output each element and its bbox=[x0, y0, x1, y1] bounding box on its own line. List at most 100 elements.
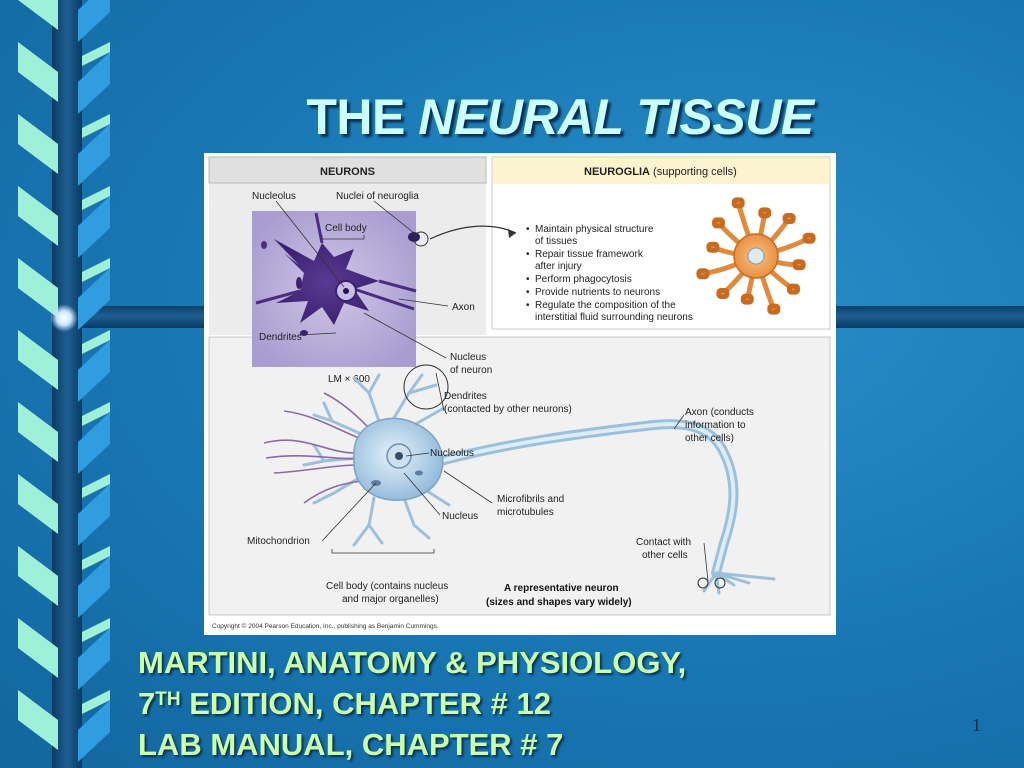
ribbon-segment-light bbox=[18, 474, 58, 534]
neuroglia-highlight-circle bbox=[413, 231, 429, 247]
neuroglia-function-list: • Maintain physical structure of tissues… bbox=[526, 224, 693, 323]
neuroglia-header-bold: NEUROGLIA bbox=[584, 166, 650, 178]
neuroglia-header: NEUROGLIA (supporting cells) bbox=[584, 166, 737, 178]
neuron-figure: NEURONS NEUROGLIA (supporting cells) bbox=[204, 153, 836, 635]
glial-end-foot bbox=[792, 259, 806, 271]
label-axon-2: information to bbox=[685, 420, 746, 431]
dendrite-branch bbox=[312, 443, 326, 463]
label-contact-2: other cells bbox=[642, 550, 688, 561]
ribbon-segment-blue bbox=[78, 0, 110, 42]
ribbon-segment-light bbox=[82, 258, 110, 282]
title-plain: THE bbox=[306, 89, 405, 145]
ribbon-segment-light bbox=[82, 114, 110, 138]
glial-end-foot bbox=[802, 232, 816, 244]
ribbon-segment-light bbox=[18, 618, 58, 678]
footer-line-2-prefix: 7 bbox=[138, 686, 156, 721]
slide-title: THE NEURAL TISSUE bbox=[0, 88, 1024, 146]
label-axon-1: Axon (conducts bbox=[685, 407, 754, 418]
footer-line-2-sup: TH bbox=[155, 689, 181, 710]
ribbon-segment-blue bbox=[78, 700, 110, 762]
label-microfibrils-1: Microfibrils and bbox=[497, 494, 564, 505]
glial-end-foot bbox=[712, 217, 726, 229]
glial-end-foot bbox=[758, 207, 772, 219]
label-cell-body-micro: Cell body bbox=[325, 223, 367, 234]
dendrite-branch bbox=[367, 373, 381, 395]
glial-end-foot bbox=[696, 268, 710, 280]
neurons-header-bar bbox=[208, 156, 487, 184]
glial-end-foot bbox=[706, 241, 720, 253]
glia-bullet-text: Maintain physical structure bbox=[535, 224, 654, 235]
ribbon-segment-light bbox=[82, 546, 110, 570]
glia-bullet-text: Perform phagocytosis bbox=[535, 274, 632, 285]
glia-bullet: • bbox=[526, 274, 530, 285]
figure-copyright: Copyright © 2004 Pearson Education, Inc.… bbox=[212, 622, 439, 630]
label-nucleus-micro-2: of neuron bbox=[450, 365, 492, 376]
label-cell-body-2: and major organelles) bbox=[342, 594, 439, 605]
neurons-header: NEURONS bbox=[320, 166, 375, 178]
ribbon-segment-light bbox=[18, 0, 58, 30]
ribbon-segment-light bbox=[82, 42, 110, 66]
dendrite-branch bbox=[322, 401, 334, 423]
label-axon-micro: Axon bbox=[452, 302, 475, 313]
glial-cell-illustration bbox=[696, 197, 816, 315]
incoming-axon-fiber bbox=[263, 439, 357, 454]
ribbon-segment-light bbox=[18, 42, 58, 102]
ribbon-segment-blue bbox=[78, 556, 110, 618]
ribbon-segment-light bbox=[18, 114, 58, 174]
incoming-axon-fiber bbox=[273, 464, 357, 474]
label-nucleus: Nucleus bbox=[442, 511, 478, 522]
ribbon-segment-light bbox=[18, 690, 58, 750]
ribbon-segment-blue bbox=[78, 484, 110, 546]
ribbon-segment-blue bbox=[78, 52, 110, 114]
spiral-ribbon-decoration bbox=[18, 0, 110, 762]
ribbon-segment-light bbox=[18, 186, 58, 246]
micrograph-leader-lines bbox=[275, 200, 449, 359]
glial-end-foot bbox=[740, 293, 754, 305]
label-contact-1: Contact with bbox=[636, 537, 691, 548]
glia-bullet: • bbox=[526, 287, 530, 298]
page-number: 1 bbox=[972, 715, 981, 735]
glia-bullet-text: after injury bbox=[535, 261, 582, 272]
neuron-micrograph bbox=[252, 211, 420, 367]
glial-end-foot bbox=[786, 283, 800, 295]
label-nuclei-neuroglia: Nuclei of neuroglia bbox=[336, 191, 419, 202]
incoming-axon-fiber bbox=[323, 392, 370, 429]
ribbon-segment-blue bbox=[78, 340, 110, 402]
neuron-diagram bbox=[263, 364, 776, 595]
label-dendrites-1: Dendrites bbox=[444, 391, 487, 402]
glial-end-foot bbox=[767, 303, 781, 315]
ribbon-segment-light bbox=[18, 402, 58, 462]
glia-bullet: • bbox=[526, 249, 530, 260]
glia-bullet-text: Provide nutrients to neurons bbox=[535, 287, 660, 298]
footer-line-2: 7TH EDITION, CHAPTER # 12 bbox=[138, 683, 686, 724]
glia-bullet-text: Repair tissue framework bbox=[535, 249, 644, 260]
neuroglia-header-rest: (supporting cells) bbox=[650, 166, 737, 178]
ribbon-segment-light bbox=[18, 258, 58, 318]
label-axon-3: other cells) bbox=[685, 433, 734, 444]
neuron-figure-svg: NEURONS NEUROGLIA (supporting cells) bbox=[208, 156, 831, 630]
glial-end-foot bbox=[731, 197, 745, 209]
ribbon-segment-light bbox=[18, 546, 58, 606]
glia-bullet-text: interstitial fluid surrounding neurons bbox=[535, 312, 693, 323]
dendrite-branch bbox=[402, 496, 431, 540]
slide-footer-citation: MARTINI, ANATOMY & PHYSIOLOGY, 7TH EDITI… bbox=[138, 642, 686, 765]
incoming-axon-fiber bbox=[303, 480, 363, 504]
ribbon-segment-blue bbox=[78, 628, 110, 690]
diagram-leader-lines bbox=[321, 372, 709, 582]
ribbon-segment-blue bbox=[78, 124, 110, 186]
ribbon-segment-light bbox=[82, 690, 110, 714]
label-nucleolus-micro: Nucleolus bbox=[252, 191, 296, 202]
glow-dot-decoration bbox=[50, 304, 78, 332]
ribbon-segment-blue bbox=[78, 196, 110, 258]
glial-end-foot bbox=[716, 287, 730, 299]
ribbon-segment-light bbox=[18, 330, 58, 390]
ribbon-segment-light bbox=[82, 618, 110, 642]
glia-bullet: • bbox=[526, 224, 530, 235]
label-representative-1: A representative neuron bbox=[504, 583, 619, 594]
ribbon-segment-light bbox=[82, 402, 110, 426]
ribbon-segment-blue bbox=[78, 268, 110, 330]
ribbon-segment-light bbox=[82, 330, 110, 354]
glia-bullet-text: Regulate the composition of the bbox=[535, 300, 676, 311]
ribbon-segment-light bbox=[82, 186, 110, 210]
label-nucleolus: Nucleolus bbox=[430, 448, 474, 459]
